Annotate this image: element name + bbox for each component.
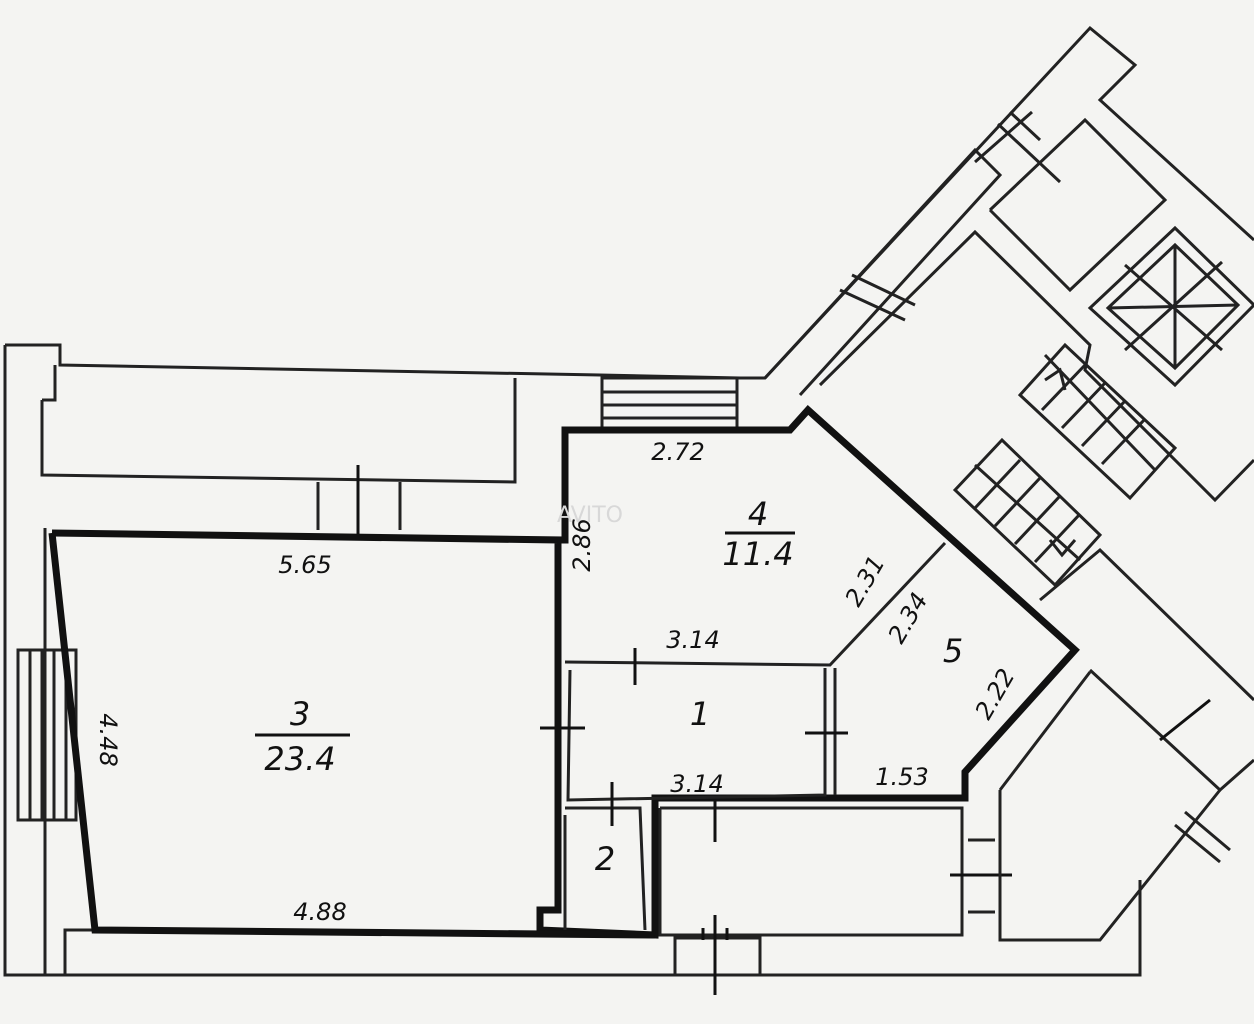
room-3-area: 23.4: [264, 740, 335, 778]
dim-room5-bottom: 1.53: [875, 763, 928, 791]
bottom-window: [673, 915, 762, 995]
dim-room4-bottom: 3.14: [666, 626, 719, 654]
dim-room3-left: 4.48: [94, 713, 122, 766]
dim-room5-inner: 2.34: [883, 588, 934, 648]
room-2-number: 2: [595, 840, 615, 878]
room-1-number: 1: [690, 695, 710, 733]
dim-room4-top: 2.72: [651, 438, 704, 466]
dim-room3-top: 5.65: [278, 551, 331, 579]
room-5-number: 5: [943, 632, 963, 670]
watermark: AVITO: [557, 503, 623, 528]
stairwell: [763, 110, 1254, 942]
room-3-number: 3: [290, 695, 310, 733]
apartment-walls: [48, 405, 1080, 939]
dim-room3-bottom: 4.88: [293, 898, 346, 926]
room-4-area: 11.4: [722, 535, 793, 573]
outer-walls: [3, 25, 1254, 977]
dim-room4-diag: 2.31: [840, 551, 891, 611]
dim-room4-left: 2.86: [568, 518, 596, 571]
dim-room1-bottom: 3.14: [670, 770, 723, 798]
room-4-number: 4: [748, 495, 768, 533]
room-labels: 1 2 3 23.4 4 11.4 5: [255, 495, 963, 878]
interior-walls: [540, 541, 1012, 937]
